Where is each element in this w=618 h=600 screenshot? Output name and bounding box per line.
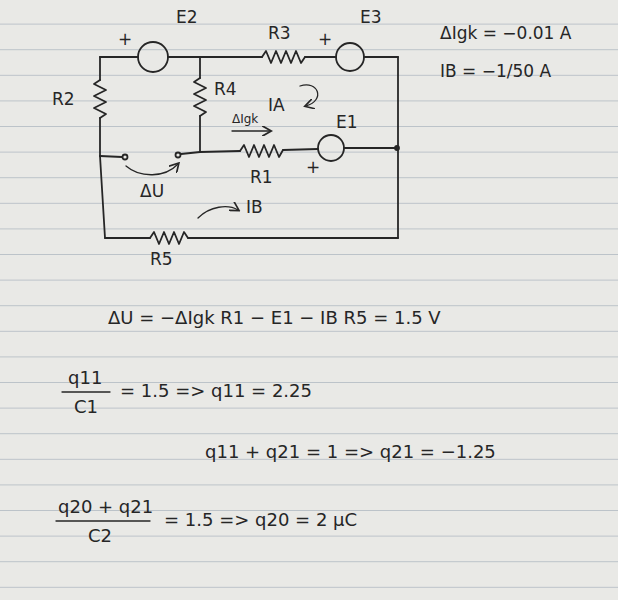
- wire: [283, 149, 318, 150]
- terminal: [123, 155, 128, 160]
- resistor-label: R3: [268, 24, 291, 43]
- equation: = 1.5 => q11 = 2.25: [120, 381, 312, 401]
- resistor-label: R5: [150, 250, 173, 269]
- wire: [100, 156, 122, 157]
- current-label: IB: [246, 198, 263, 217]
- wire: [100, 56, 138, 58]
- fraction-bar: [62, 391, 110, 392]
- polarity-mark: +: [306, 158, 320, 177]
- resistor-label: R2: [52, 90, 75, 109]
- equation-term: q11: [68, 368, 102, 388]
- wire: [100, 156, 105, 238]
- wire: [188, 237, 398, 239]
- equation: ΔU = −ΔIgk R1 − E1 − IB R5 = 1.5 V: [108, 308, 441, 328]
- resistor-symbol: [194, 78, 206, 116]
- voltage-arrow: [126, 164, 178, 175]
- current-arrow: [300, 85, 318, 106]
- equation-term: q20 + q21: [58, 497, 153, 517]
- equation: q11 + q21 = 1 => q21 = −1.25: [205, 442, 496, 462]
- resistor-label: R1: [250, 168, 273, 187]
- polarity-mark: +: [118, 30, 132, 49]
- wire: [181, 152, 200, 154]
- wire: [364, 56, 398, 58]
- wire: [99, 57, 101, 80]
- fraction-bar: [56, 520, 150, 521]
- source-label: E2: [176, 8, 198, 27]
- wire: [105, 237, 150, 239]
- given-value: ΔIgk = −0.01 A: [440, 24, 571, 43]
- wire: [199, 116, 201, 152]
- source-label: E1: [336, 113, 358, 132]
- current-label: ΔIgk: [232, 113, 258, 126]
- current-arrow: [232, 130, 270, 131]
- resistor-symbol: [150, 232, 188, 244]
- source-symbol: [138, 42, 168, 72]
- voltage-label: ΔU: [140, 182, 164, 201]
- equation-term: C1: [74, 397, 98, 417]
- resistor-symbol: [94, 80, 106, 118]
- resistor-label: R4: [214, 80, 237, 99]
- wire: [99, 118, 101, 156]
- source-label: E3: [360, 8, 382, 27]
- wire: [168, 56, 262, 58]
- equation: = 1.5 => q20 = 2 μC: [164, 510, 357, 530]
- source-symbol: [336, 43, 364, 71]
- wire: [199, 57, 201, 78]
- current-label: IA: [268, 96, 285, 115]
- wire: [200, 151, 240, 152]
- current-arrow: [198, 207, 238, 218]
- wire: [344, 147, 398, 149]
- source-symbol: [318, 135, 344, 161]
- wire: [305, 56, 336, 58]
- resistor-symbol: [262, 51, 305, 63]
- resistor-symbol: [240, 145, 283, 157]
- equation-term: C2: [88, 526, 112, 546]
- polarity-mark: +: [318, 30, 332, 49]
- given-value: IB = −1/50 A: [440, 62, 551, 81]
- terminal: [176, 153, 181, 158]
